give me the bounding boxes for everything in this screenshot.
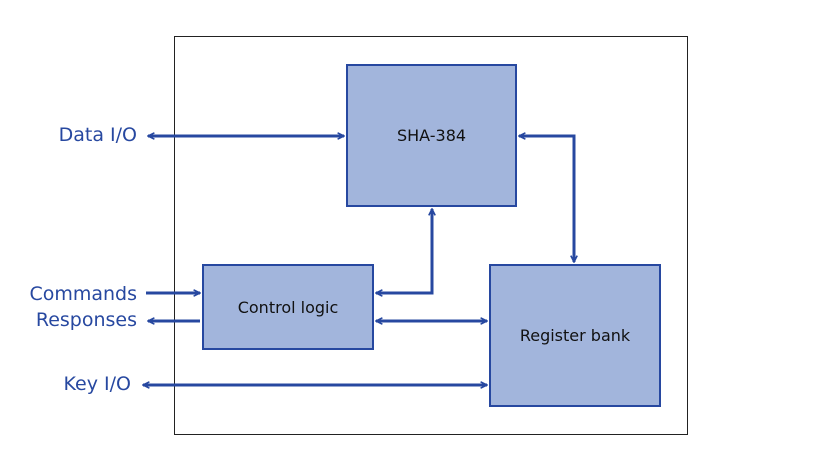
responses-label: Responses [35,309,137,331]
control-sha-arrow [376,209,432,293]
key-io-label: Key I/O [63,373,131,395]
sha384-block: SHA-384 [346,64,517,207]
system-boundary [174,36,688,435]
register-bank-block: Register bank [489,264,661,407]
data-io-label: Data I/O [58,124,137,146]
register-bank-label: Register bank [519,326,631,345]
sha384-label: SHA-384 [396,126,467,145]
commands-label: Commands [29,283,137,305]
control-logic-label: Control logic [237,297,339,317]
sha-register-arrow [519,136,574,262]
control-logic-block: Control logic [202,264,374,350]
